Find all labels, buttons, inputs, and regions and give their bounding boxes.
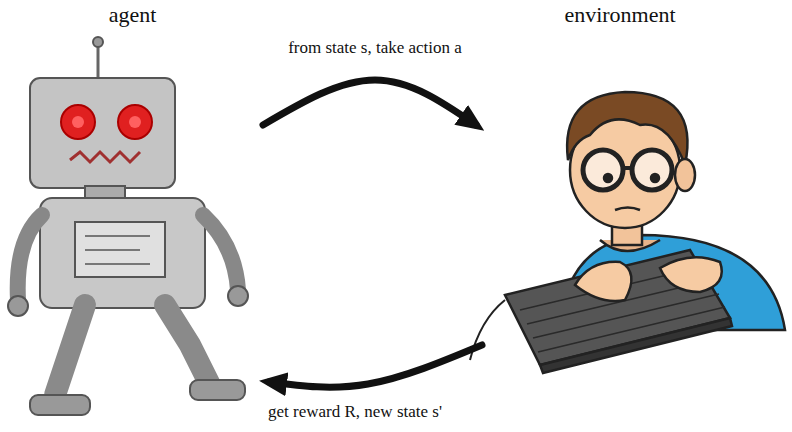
- curved-arrow: [269, 345, 482, 387]
- edge-label: from state s, take action a: [285, 38, 465, 58]
- edge-label: get reward R, new state s': [265, 402, 445, 422]
- illustration-panel: environment: [490, 0, 750, 400]
- robot-figure: [8, 37, 248, 415]
- panel-title: environment: [490, 0, 750, 28]
- panel-title: agent: [10, 0, 255, 28]
- person-figure: [470, 92, 785, 373]
- illustration-panel: agent: [10, 0, 255, 425]
- curved-arrow: [263, 80, 476, 125]
